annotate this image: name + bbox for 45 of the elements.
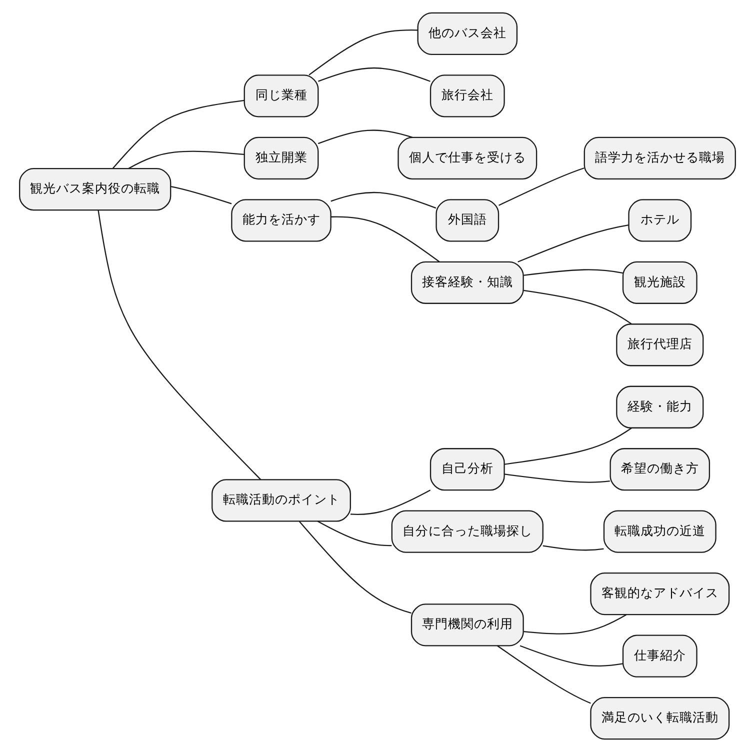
connector [97,210,261,480]
node-box: 自己分析 [429,448,504,491]
connector [498,168,584,206]
connector [504,428,632,465]
connector [298,521,411,614]
connector [112,100,244,169]
connector [317,130,412,144]
node-box: 同じ業種 [243,74,318,118]
node-box: 独立開業 [243,136,318,180]
connector [128,150,244,169]
node-box: 能力を活かす [230,199,331,242]
node-box: 客観的なアドバイス [590,572,730,616]
connector [330,216,440,262]
connector [523,614,626,634]
connector [318,67,430,82]
node-box: 希望の働き方 [609,448,710,491]
node-box: 満足のいく転職活動 [590,697,730,740]
node-box: 仕事紹介 [622,634,697,678]
connector [523,269,623,276]
node-box: 語学力を活かせる職場 [583,136,736,180]
node-box: 観光バス案内役の転職 [18,168,171,211]
node-box: 観光施設 [622,261,697,304]
connector [308,30,418,76]
node-box: 自分に合った職場探し [390,510,543,553]
node-box: 専門機関の利用 [410,604,524,646]
node-box: 外国語 [435,199,499,242]
node-box: 個人で仕事を受ける [397,136,537,180]
connector [330,192,436,209]
connector [542,545,604,551]
connector [316,520,392,546]
connector [170,186,232,204]
node-box: 転職成功の近道 [602,510,716,553]
connector [523,290,632,324]
node-box: 他のバス会社 [416,12,518,55]
node-box: 転職活動のポイント [211,479,350,522]
node-box: ホテル [628,199,692,242]
node-box: 接客経験・知識 [410,261,524,304]
node-box: 旅行代理店 [616,324,704,366]
connector [496,645,590,704]
connector [350,490,430,516]
connector [519,645,623,666]
connector [517,224,628,262]
node-box: 旅行会社 [429,74,504,118]
node-box: 経験・能力 [616,386,704,428]
connector [504,474,610,483]
